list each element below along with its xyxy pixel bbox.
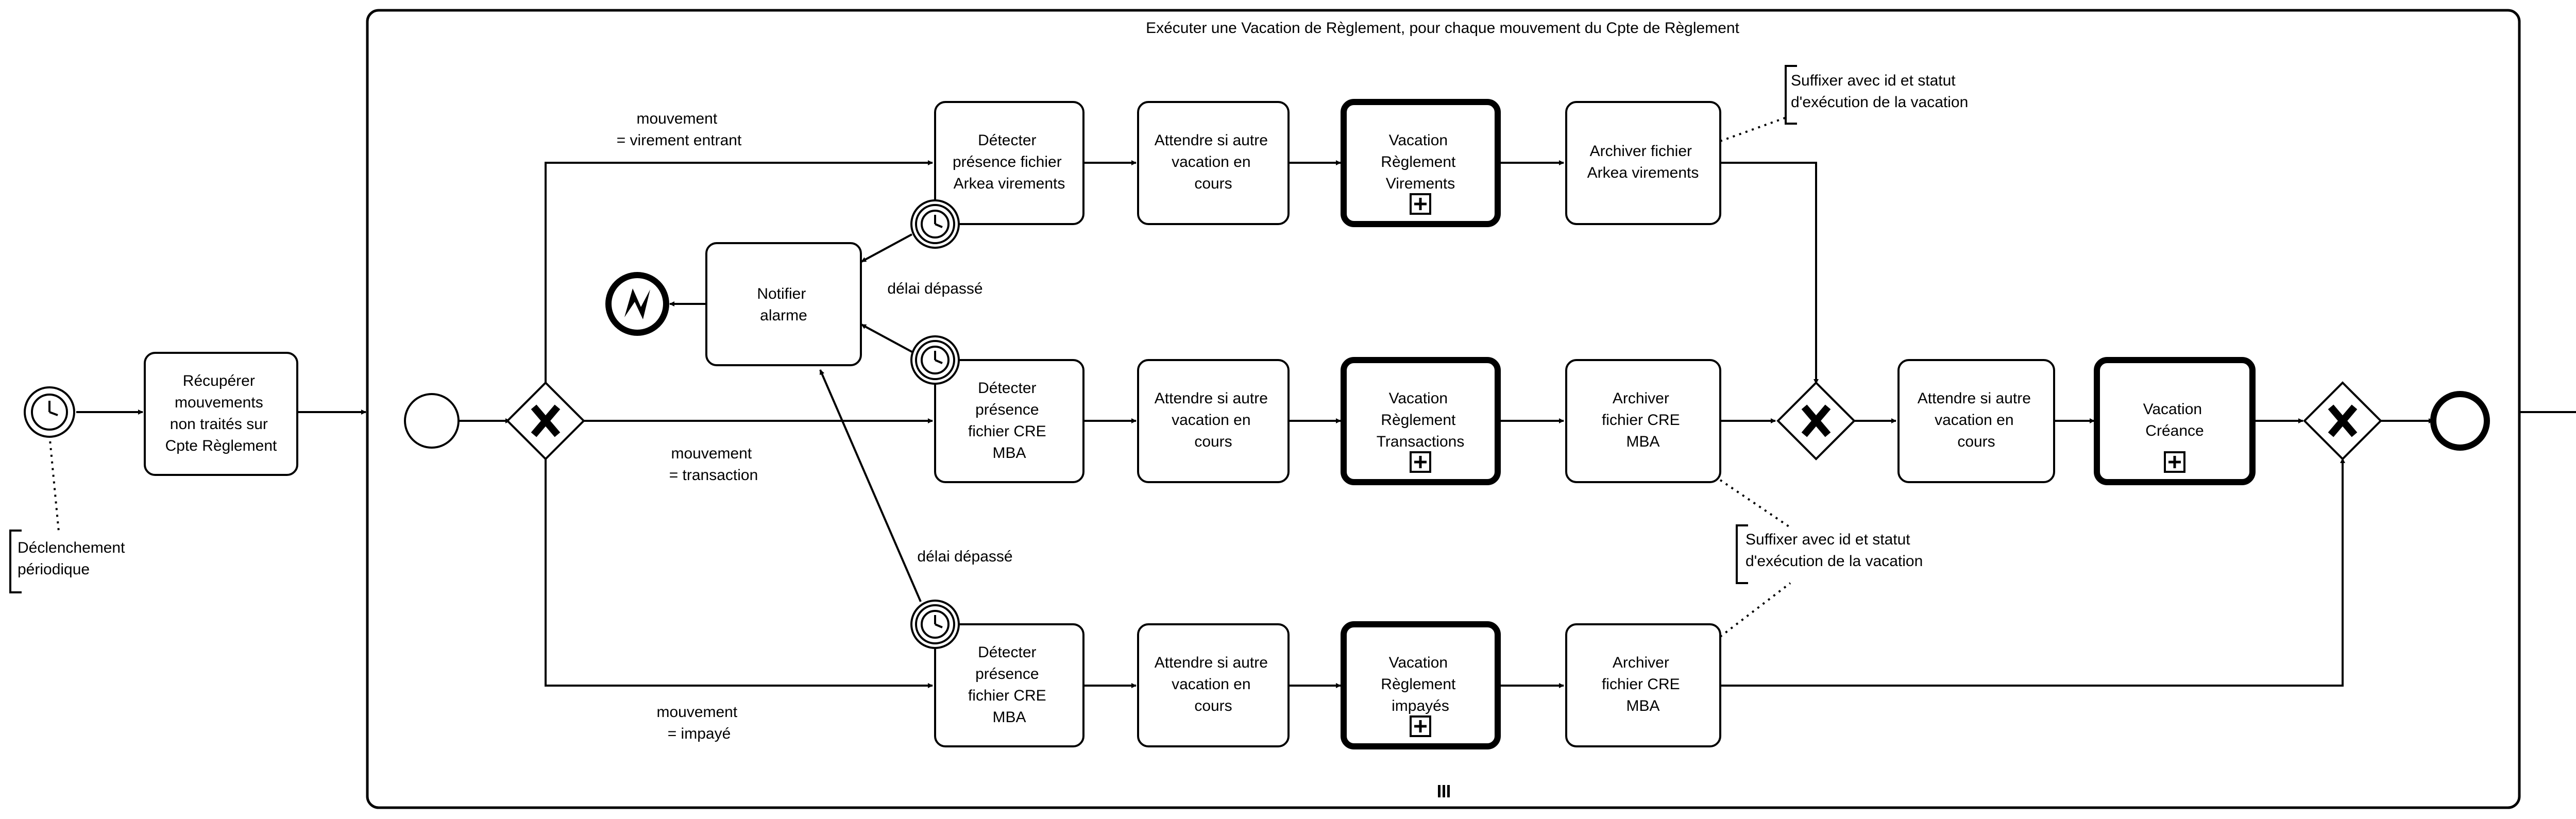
flow-timer2-to-notifier (861, 323, 912, 353)
error-end-event-icon[interactable] (605, 272, 669, 336)
flow-gateway-to-virements (545, 160, 933, 402)
subprocess-end-event[interactable] (2430, 391, 2490, 451)
task-attendre-transactions[interactable]: Attendre si autre vacation en cours (1137, 359, 1290, 483)
svg-text:Vacation Règlement: Vacation Règlement Virements (1381, 132, 1460, 192)
svg-text:Détecter présence: Détecter présence fichier CRE MBA (968, 380, 1050, 462)
exclusive-gateway-end[interactable] (2303, 381, 2382, 460)
collapsed-subprocess-plus-icon[interactable] (2164, 451, 2185, 473)
timer-boundary-event-icon[interactable] (910, 600, 960, 649)
subprocess-vacation-impayes[interactable]: Vacation Règlement impayés (1341, 621, 1501, 749)
svg-text:Détecter présence: Détecter présence fichier CRE MBA (968, 644, 1050, 726)
svg-text:Vacation Règlement: Vacation Règlement impayés (1381, 654, 1460, 714)
flow-label-impaye: mouvement = impayé (656, 704, 741, 742)
timer-boundary-event-icon[interactable] (910, 335, 960, 385)
flow-label-delai-1: délai dépassé (887, 280, 982, 297)
svg-text:Suffixer avec id et statut: Suffixer avec id et statut d'exécution d… (1791, 72, 1968, 111)
svg-text:Archiver fichier Arkea v: Archiver fichier Arkea virements (1587, 143, 1699, 181)
svg-text:Suffixer avec id et statut: Suffixer avec id et statut d'exécution d… (1745, 531, 1923, 570)
task-detecter-virements[interactable]: Détecter présence fichier Arkea virement… (934, 101, 1084, 225)
flow-gateway-to-impayes (545, 439, 933, 688)
svg-text:Attendre si autre vacati: Attendre si autre vacation en cours (1155, 390, 1272, 450)
parallel-multi-instance-icon (1438, 785, 1450, 797)
svg-text:Déclenchement périodique: Déclenchement périodique (18, 539, 129, 578)
svg-text:Vacation Règlement: Vacation Règlement Transactions (1377, 390, 1465, 450)
subprocess-vacation-creance[interactable]: Vacation Créance (2094, 357, 2256, 485)
task-attendre-virements[interactable]: Attendre si autre vacation en cours (1137, 101, 1290, 225)
svg-text:Notifier alarme: Notifier alarme (757, 285, 810, 324)
annotation-declenchement[interactable]: Déclenchement périodique (9, 530, 129, 593)
flow-label-delai-2: délai dépassé (917, 548, 1012, 565)
associations (48, 116, 1791, 638)
flow-timer1-to-notifier (861, 233, 912, 263)
task-recuperer-mouvements[interactable]: Récupérer mouvements non traités sur Cpt… (144, 352, 298, 476)
flow-timer3-to-notifier (819, 369, 922, 602)
sequence-flows (76, 160, 2576, 688)
exclusive-gateway-icon[interactable] (506, 381, 585, 460)
subprocess-vacation-transactions[interactable]: Vacation Règlement Transactions (1341, 357, 1501, 485)
subprocess-start-event[interactable] (404, 393, 460, 449)
task-detecter-impayes[interactable]: Détecter présence fichier CRE MBA (934, 623, 1084, 747)
collapsed-subprocess-plus-icon[interactable] (1410, 451, 1431, 473)
task-attendre-impayes[interactable]: Attendre si autre vacation en cours (1137, 623, 1290, 747)
subprocess-label: Exécuter une Vacation de Règlement, pour… (1146, 20, 1739, 37)
task-archiver-virements[interactable]: Archiver fichier Arkea virements (1565, 101, 1721, 225)
svg-text:Attendre si autre vacati: Attendre si autre vacation en cours (1155, 654, 1272, 714)
subprocess-container[interactable]: Exécuter une Vacation de Règlement, pour… (366, 9, 2521, 809)
annotation-suffixer-bottom[interactable]: Suffixer avec id et statut d'exécution d… (1736, 524, 1923, 584)
svg-text:Vacation Créance: Vacation Créance (2143, 401, 2207, 439)
collapsed-subprocess-plus-icon[interactable] (1410, 193, 1431, 215)
svg-text:Archiver fichier CRE: Archiver fichier CRE MBA (1602, 654, 1684, 714)
subprocess-vacation-virements[interactable]: Vacation Règlement Virements (1341, 99, 1501, 227)
svg-text:Attendre si autre vacati: Attendre si autre vacation en cours (1918, 390, 2035, 450)
exclusive-gateway-merge[interactable] (1776, 381, 1856, 460)
timer-start-event-icon[interactable] (24, 386, 75, 438)
task-archiver-impayes[interactable]: Archiver fichier CRE MBA (1565, 623, 1721, 747)
collapsed-subprocess-plus-icon[interactable] (1410, 715, 1431, 737)
timer-boundary-event-icon[interactable] (910, 199, 960, 249)
task-archiver-transactions[interactable]: Archiver fichier CRE MBA (1565, 359, 1721, 483)
flow-label-transaction: mouvement = transaction (669, 445, 758, 484)
annotation-suffixer-top[interactable]: Suffixer avec id et statut d'exécution d… (1785, 65, 1968, 125)
task-attendre-merge[interactable]: Attendre si autre vacation en cours (1897, 359, 2055, 483)
flow-label-virement: mouvement = virement entrant (617, 110, 742, 149)
task-notifier-alarme[interactable]: Notifier alarme (705, 242, 862, 366)
svg-text:Attendre si autre vacati: Attendre si autre vacation en cours (1155, 132, 1272, 192)
svg-text:Archiver fichier CRE: Archiver fichier CRE MBA (1602, 390, 1684, 450)
svg-text:Récupérer mouvements: Récupérer mouvements non traités sur Cpt… (165, 372, 277, 454)
svg-text:Détecter présence fichie: Détecter présence fichier Arkea virement… (953, 132, 1066, 192)
task-detecter-transactions[interactable]: Détecter présence fichier CRE MBA (934, 359, 1084, 483)
